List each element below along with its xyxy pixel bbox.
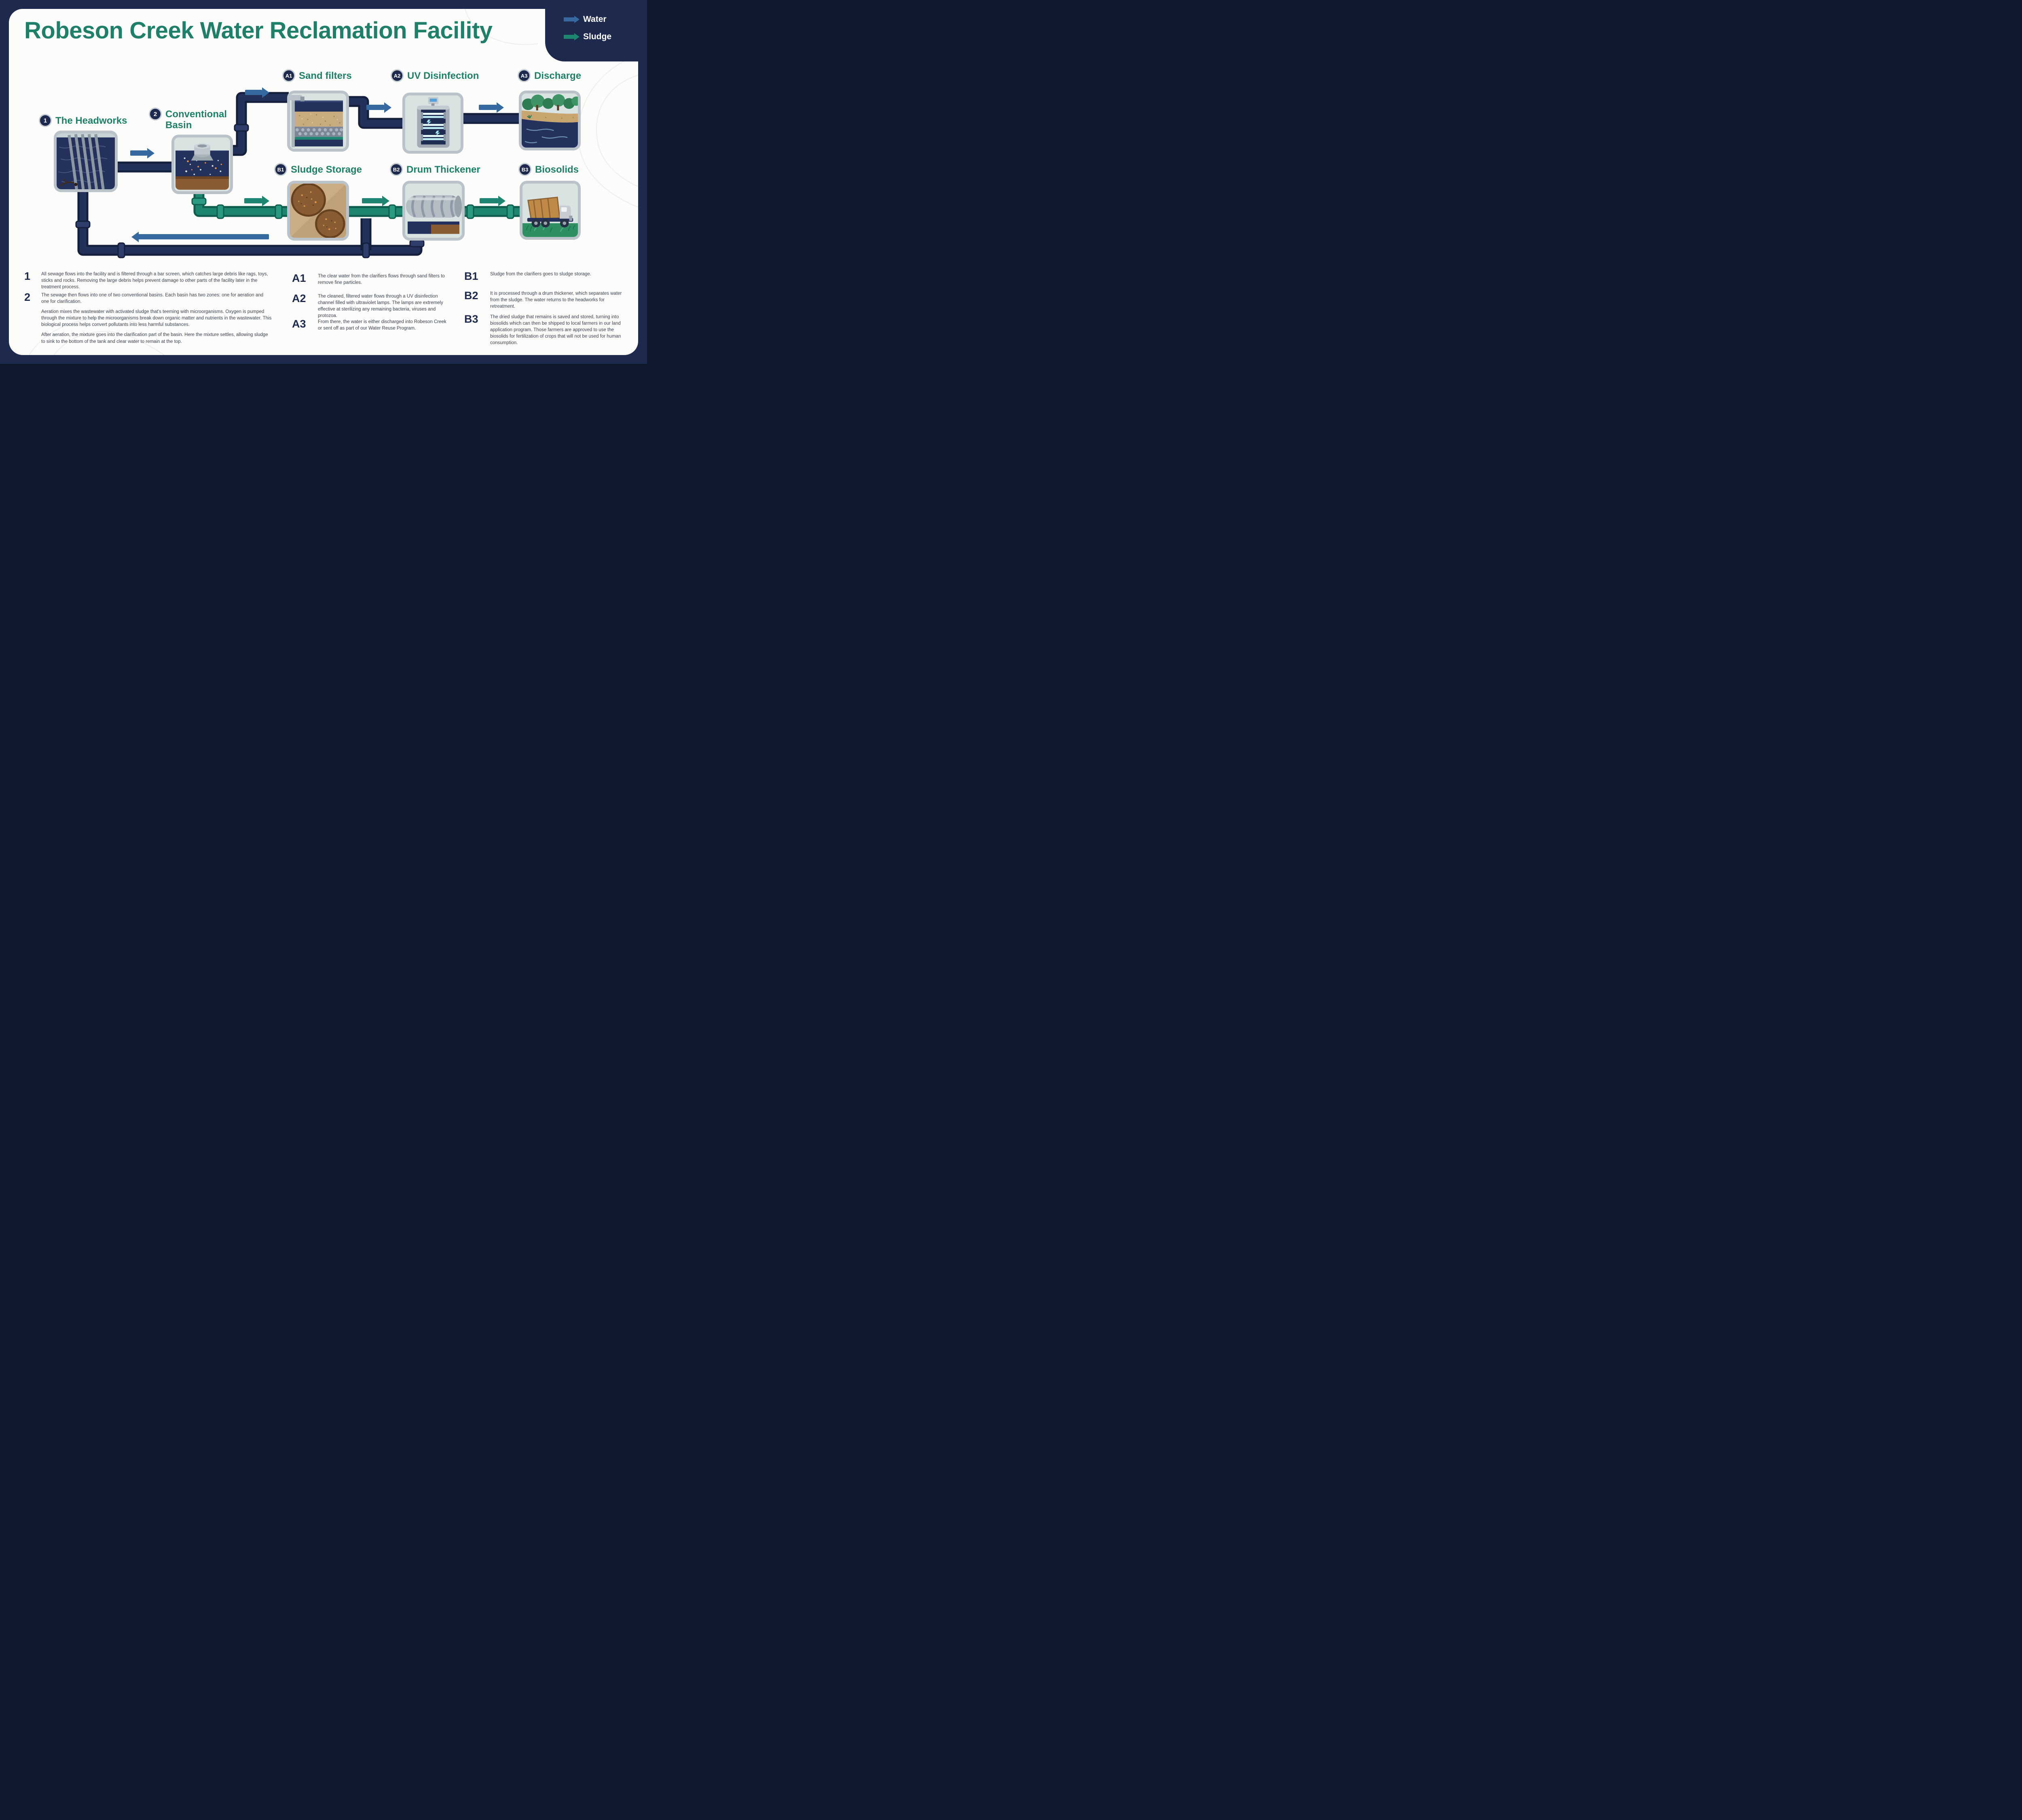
note-text: Sludge from the clarifiers goes to sludg… (490, 272, 591, 277)
uv-name: UV Disinfection (407, 70, 479, 81)
note-text: The sewage then flows into one of two co… (41, 293, 264, 304)
infographic-poster: Water Sludge Robeson Creek Water Reclama… (0, 0, 647, 364)
drumthickener-badge: B2 (390, 163, 403, 176)
sludge-arrow-icon (564, 34, 574, 39)
note-text: The dried sludge that remains is saved a… (490, 315, 621, 346)
legend-sludge-row: Sludge (564, 31, 647, 42)
note-b3-code: B3 (464, 313, 478, 325)
note-b1: B1 Sludge from the clarifiers goes to sl… (464, 271, 626, 282)
sludge-flow-arrow-thickener-to-biosolids (480, 198, 498, 203)
uv-station-label: A2 UV Disinfection (391, 69, 479, 82)
note-a1-body: The clear water from the clarifiers flow… (318, 273, 451, 286)
note-text: The clear water from the clarifiers flow… (318, 274, 445, 285)
headworks-station-label: 1 The Headworks (39, 114, 127, 127)
note-a2-body: The cleaned, filtered water flows throug… (318, 293, 451, 319)
sandfilters-illustration (290, 93, 346, 149)
drumthickener-illustration (405, 184, 462, 238)
note-1-body: All sewage flows into the facility and i… (41, 271, 272, 290)
discharge-station-label: A3 Discharge (518, 69, 581, 82)
note-text: From there, the water is either discharg… (318, 319, 446, 331)
headworks-name: The Headworks (55, 115, 127, 126)
biosolids-badge: B3 (518, 163, 531, 176)
sludge-flow-arrow-storage-to-thickener (362, 198, 382, 203)
water-return-arrow (137, 234, 269, 239)
note-text: It is processed through a drum thickener… (490, 291, 622, 309)
sludgestorage-name: Sludge Storage (291, 164, 362, 175)
headworks-badge: 1 (39, 114, 52, 127)
drumthickener-box (402, 181, 465, 241)
note-b1-code: B1 (464, 270, 478, 282)
basin-name: Conventional Basin (165, 109, 227, 131)
discharge-box (519, 91, 581, 150)
water-flow-arrow-headworks-to-basin (130, 150, 147, 156)
note-text: After aeration, the mixture goes into th… (41, 332, 268, 344)
water-flow-arrow-sandfilters-to-uv (366, 105, 384, 110)
sandfilters-box (287, 91, 349, 152)
discharge-name: Discharge (534, 70, 582, 81)
biosolids-name: Biosolids (535, 164, 579, 175)
sludgestorage-badge: B1 (274, 163, 287, 176)
sandfilters-station-label: A1 Sand filters (282, 69, 352, 82)
biosolids-station-label: B3 Biosolids (518, 163, 579, 176)
page-title: Robeson Creek Water Reclamation Facility (24, 17, 493, 44)
biosolids-illustration (522, 184, 578, 237)
note-2-number: 2 (24, 291, 31, 303)
legend-water-label: Water (583, 14, 607, 24)
note-b3-body: The dried sludge that remains is saved a… (490, 314, 624, 346)
biosolids-box (520, 181, 581, 240)
drumthickener-name: Drum Thickener (406, 164, 480, 175)
basin-box (171, 135, 233, 194)
note-a3-body: From there, the water is either discharg… (318, 319, 451, 332)
note-text: Aeration mixes the wastewater with activ… (41, 309, 272, 328)
note-2-body: The sewage then flows into one of two co… (41, 292, 272, 345)
note-1-number: 1 (24, 270, 31, 282)
sandfilters-badge: A1 (282, 69, 295, 82)
water-flow-arrow-basin-to-sandfilters (245, 90, 262, 95)
basin-station-label: 2 Conventional Basin (149, 108, 236, 131)
note-a3: A3 From there, the water is either disch… (292, 319, 454, 332)
note-a1-code: A1 (292, 272, 306, 284)
sludgestorage-box (287, 181, 349, 241)
basin-badge: 2 (149, 108, 162, 120)
uv-illustration (405, 95, 461, 151)
drumthickener-station-label: B2 Drum Thickener (390, 163, 480, 176)
headworks-illustration (57, 133, 115, 189)
note-b3: B3 The dried sludge that remains is save… (464, 314, 626, 346)
note-b1-body: Sludge from the clarifiers goes to sludg… (490, 271, 624, 277)
water-flow-arrow-uv-to-discharge (479, 105, 497, 110)
legend-panel: Water Sludge (545, 0, 647, 61)
water-arrow-icon (564, 17, 574, 21)
legend-sludge-label: Sludge (583, 32, 612, 41)
sludge-flow-arrow-basin-to-storage (244, 198, 262, 203)
sandfilters-name: Sand filters (299, 70, 352, 81)
uv-badge: A2 (391, 69, 404, 82)
basin-illustration (174, 137, 230, 191)
sludgestorage-illustration (290, 184, 346, 238)
legend-water-row: Water (564, 14, 647, 25)
note-text: The cleaned, filtered water flows throug… (318, 294, 443, 319)
note-a2-code: A2 (292, 292, 306, 304)
note-b2-body: It is processed through a drum thickener… (490, 290, 624, 310)
uv-box (402, 93, 463, 154)
note-b2-code: B2 (464, 290, 478, 302)
note-a2: A2 The cleaned, filtered water flows thr… (292, 293, 454, 319)
note-b2: B2 It is processed through a drum thicke… (464, 290, 626, 310)
note-text: All sewage flows into the facility and i… (41, 272, 268, 290)
note-1: 1 All sewage flows into the facility and… (24, 271, 279, 290)
sludgestorage-station-label: B1 Sludge Storage (274, 163, 362, 176)
discharge-badge: A3 (518, 69, 531, 82)
note-a3-code: A3 (292, 318, 306, 330)
note-a1: A1 The clear water from the clarifiers f… (292, 273, 454, 286)
note-2: 2 The sewage then flows into one of two … (24, 292, 279, 345)
headworks-box (54, 131, 118, 192)
discharge-illustration (522, 93, 578, 148)
